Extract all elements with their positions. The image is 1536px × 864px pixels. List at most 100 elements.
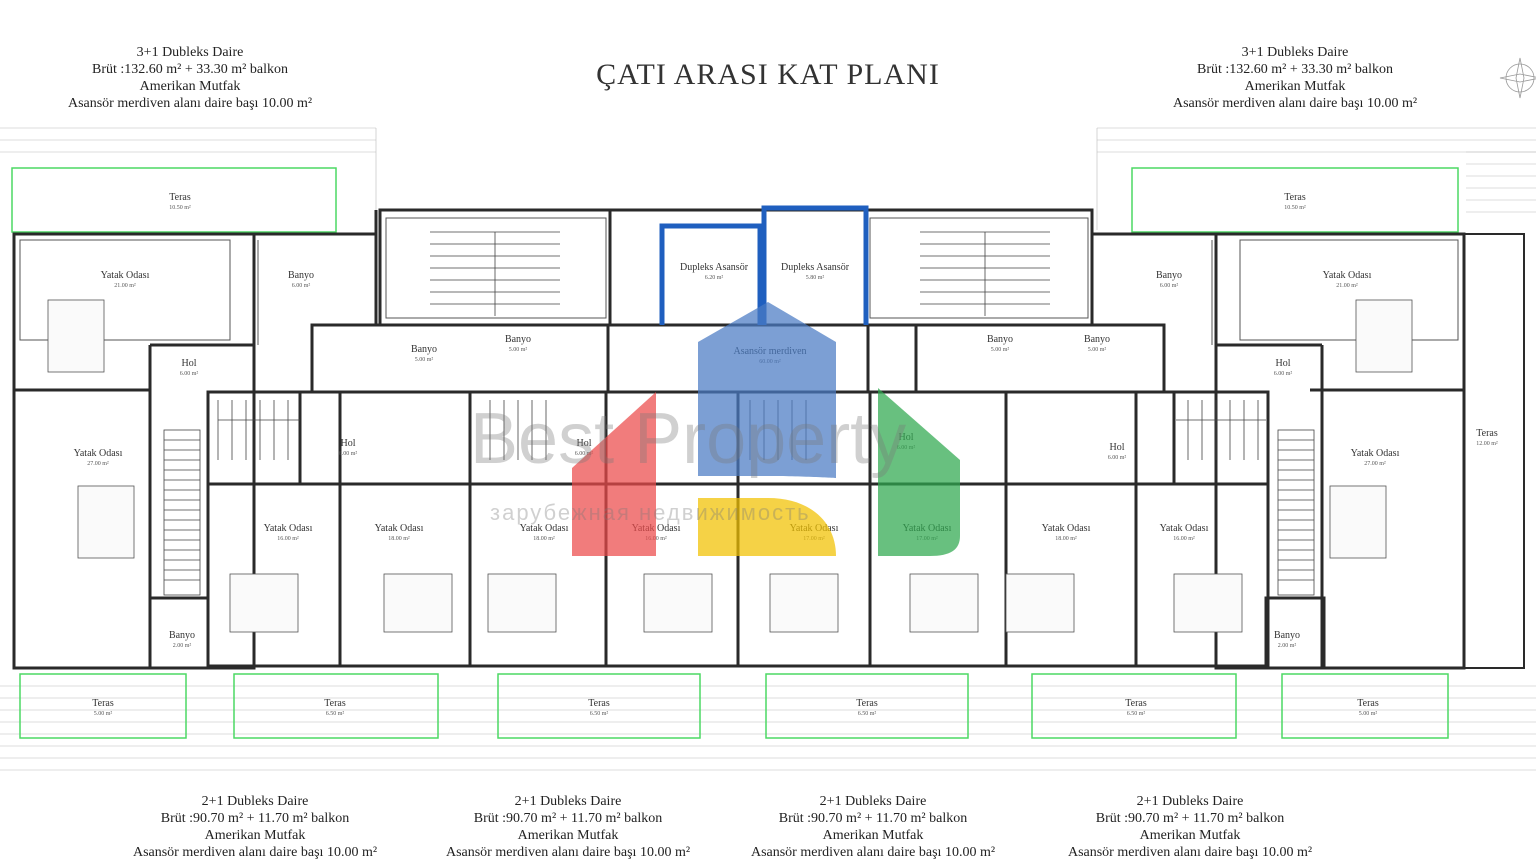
logo-blue-house [698,302,836,478]
room-area: 16.00 m² [1173,536,1195,542]
unit-kitchen: Amerikan Mutfak [139,79,241,94]
unit-info-bottom-1: 2+1 Dubleks Daire Brüt :90.70 m² + 11.70… [100,793,410,861]
unit-kitchen: Amerikan Mutfak [1139,828,1241,843]
unit-area: Brüt :132.60 m² + 33.30 m² balkon [1197,62,1393,77]
room-name: Hol [1276,358,1291,369]
room-teras-top-right: Teras 10.50 m² [1284,192,1306,211]
room-area: 18.00 m² [1055,536,1077,542]
room-name: Teras [324,698,346,709]
room-area: 6.50 m² [590,711,609,717]
watermark-subtext: зарубежная недвижимость [490,500,811,525]
unit-kitchen: Amerikan Mutfak [822,828,924,843]
room-area: 2.00 m² [1278,643,1297,649]
unit-shared: Asansör merdiven alanı daire başı 10.00 … [1172,96,1418,111]
room-name: Dupleks Asansör [781,262,850,273]
terrace-top-right [1131,167,1459,233]
unit-shared: Asansör merdiven alanı daire başı 10.00 … [67,96,313,111]
unit-kitchen: Amerikan Mutfak [517,828,619,843]
terrace-bottom-5 [1031,673,1237,739]
unit-shared: Asansör merdiven alanı daire başı 10.00 … [445,845,691,860]
unit-type: 2+1 Dubleks Daire [514,794,622,809]
room-area: 2.00 m² [173,643,192,649]
room-name: Teras [588,698,610,709]
room-name: Yatak Odası [264,523,313,534]
room-area: 5.00 m² [509,347,528,353]
unit-kitchen: Amerikan Mutfak [1244,79,1346,94]
room-name: Teras [1476,428,1498,439]
room-name: Teras [169,192,191,203]
room-name: Yatak Odası [101,270,150,281]
terrace-bottom-2 [233,673,439,739]
room-area: 6.00 m² [180,371,199,377]
room-name: Banyo [288,270,314,281]
unit-type: 3+1 Dubleks Daire [136,45,244,60]
room-area: 5.00 m² [415,357,434,363]
duplex-elevators [659,205,869,325]
room-name: Banyo [987,334,1013,345]
interior-lines [19,217,1459,345]
unit-type: 2+1 Dubleks Daire [819,794,927,809]
room-area: 10.50 m² [169,205,191,211]
terrace-bottom-4 [765,673,969,739]
watermark-logo [572,302,960,556]
room-name: Banyo [411,344,437,355]
room-area: 6.00 m² [1160,283,1179,289]
room-area: 6.00 m² [292,283,311,289]
room-name: Teras [1125,698,1147,709]
room-name: Yatak Odası [375,523,424,534]
room-yatak-1: Yatak Odası 16.00 m² [264,523,313,542]
room-banyo-bl: Banyo 2.00 m² [169,630,195,649]
room-area: 5.00 m² [991,347,1010,353]
room-area: 5.00 m² [1359,711,1378,717]
unit-kitchen: Amerikan Mutfak [204,828,306,843]
room-area: 6.50 m² [1127,711,1146,717]
unit-info-top-left: 3+1 Dubleks Daire Brüt :132.60 m² + 33.3… [40,44,340,112]
unit-info-top-right: 3+1 Dubleks Daire Brüt :132.60 m² + 33.3… [1145,44,1445,112]
room-name: Banyo [169,630,195,641]
room-area: 6.00 m² [339,451,358,457]
room-name: Hol [341,438,356,449]
room-area: 16.00 m² [277,536,299,542]
room-area: 27.00 m² [1364,461,1386,467]
watermark-text: Best Property [470,399,907,479]
compass-icon [1499,57,1536,99]
room-area: 5.80 m² [806,275,825,281]
room-banyo-c1: Banyo 5.00 m² [411,344,437,363]
unit-type: 3+1 Dubleks Daire [1241,45,1349,60]
room-area: 6.20 m² [705,275,724,281]
room-name: Teras [1284,192,1306,203]
room-area: 6.50 m² [858,711,877,717]
room-area: 21.00 m² [114,283,136,289]
unit-type: 2+1 Dubleks Daire [201,794,309,809]
room-yatak-2: Yatak Odası 18.00 m² [375,523,424,542]
unit-shared: Asansör merdiven alanı daire başı 10.00 … [1067,845,1313,860]
unit-type: 2+1 Dubleks Daire [1136,794,1244,809]
beds [47,299,1413,633]
room-area: 18.00 m² [388,536,410,542]
room-name: Teras [92,698,114,709]
unit-info-bottom-3: 2+1 Dubleks Daire Brüt :90.70 m² + 11.70… [718,793,1028,861]
room-area: 18.00 m² [533,536,555,542]
room-area: 5.00 m² [1088,347,1107,353]
room-name: Yatak Odası [74,448,123,459]
unit-area: Brüt :90.70 m² + 11.70 m² balkon [160,811,350,826]
room-area: 10.50 m² [1284,205,1306,211]
room-name: Hol [1110,442,1125,453]
terrace-bottom-6 [1281,673,1449,739]
room-name: Teras [1357,698,1379,709]
terrace-bottom-1 [19,673,187,739]
room-area: 6.00 m² [1108,455,1127,461]
unit-area: Brüt :90.70 m² + 11.70 m² balkon [1095,811,1285,826]
